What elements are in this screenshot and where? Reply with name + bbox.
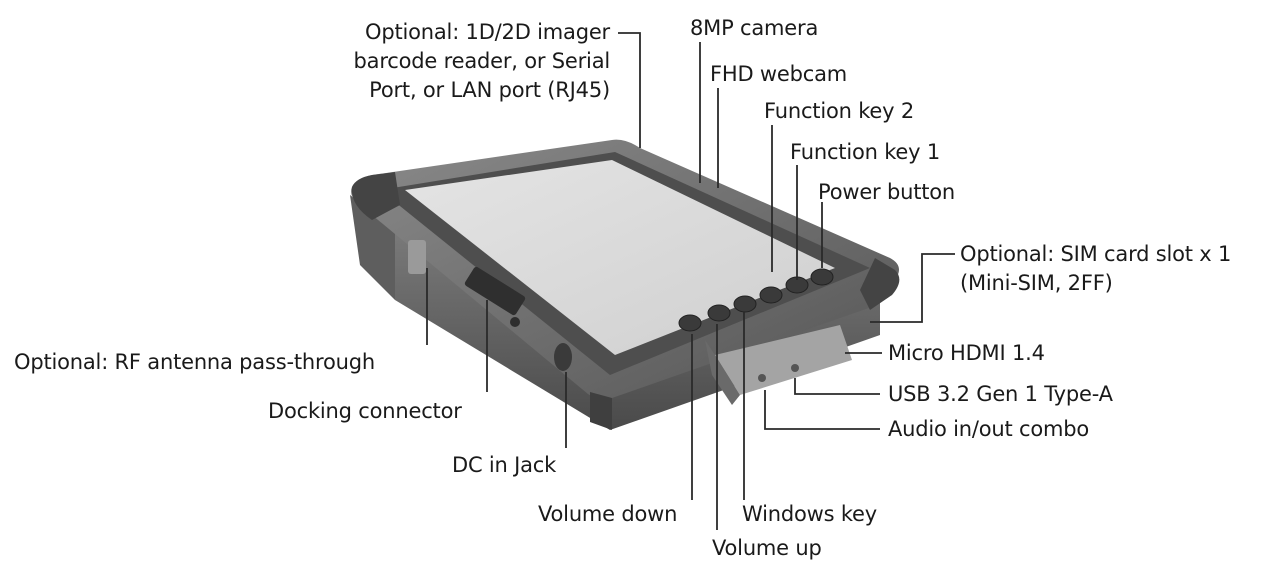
label-windows-key: Windows key: [742, 502, 877, 526]
label-usb: USB 3.2 Gen 1 Type-A: [888, 382, 1113, 406]
label-rf-antenna: Optional: RF antenna pass-through: [14, 350, 375, 374]
label-webcam: FHD webcam: [710, 62, 848, 86]
label-volume-up: Volume up: [712, 536, 822, 560]
leader-lines: [426, 32, 955, 530]
label-function-key-1: Function key 1: [790, 140, 940, 164]
label-function-key-2: Function key 2: [764, 99, 914, 123]
rf-antenna-port: [408, 240, 426, 274]
dc-jack-port: [554, 343, 572, 371]
label-audio: Audio in/out combo: [888, 417, 1090, 441]
tablet-screen: [405, 160, 835, 355]
label-camera: 8MP camera: [690, 16, 819, 40]
label-docking-connector: Docking connector: [268, 399, 462, 423]
port-cover: [705, 325, 852, 405]
front-buttons: [678, 268, 834, 332]
label-volume-down: Volume down: [538, 502, 678, 526]
label-power-button: Power button: [818, 180, 956, 204]
docking-connector-port: [464, 266, 526, 316]
label-micro-hdmi: Micro HDMI 1.4: [888, 341, 1045, 365]
tablet-body: [350, 139, 900, 430]
left-side-ports: [408, 240, 572, 371]
label-sim-slot: Optional: SIM card slot x 1 (Mini-SIM, 2…: [960, 242, 1232, 295]
label-imager: Optional: 1D/2D imager barcode reader, o…: [353, 20, 611, 102]
label-dc-jack: DC in Jack: [452, 453, 557, 477]
